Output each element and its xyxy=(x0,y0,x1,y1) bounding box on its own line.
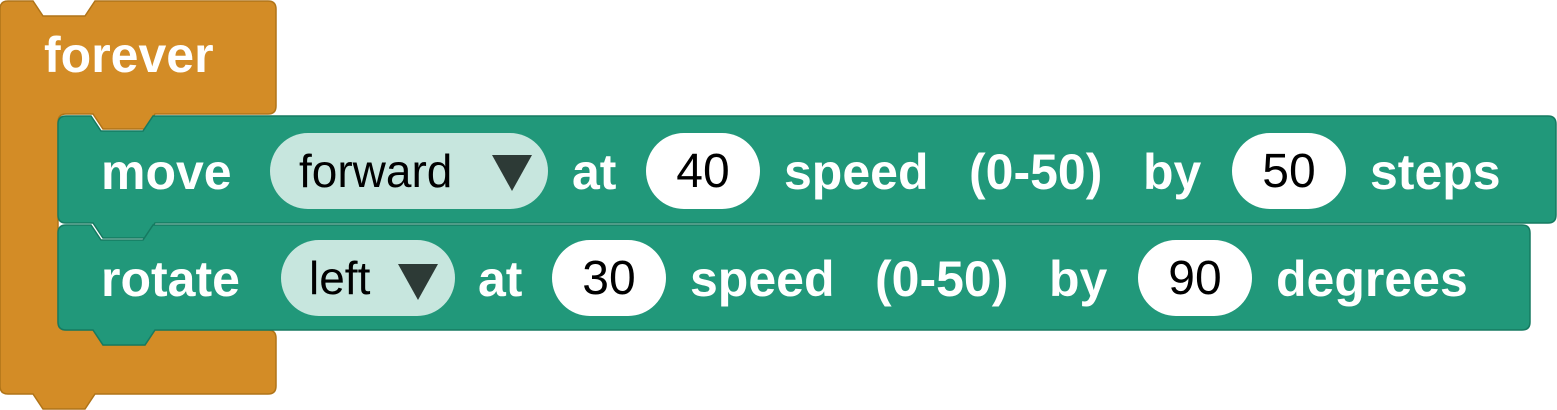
move-speed-input[interactable]: 40 xyxy=(646,133,760,209)
triangle-down-icon xyxy=(398,264,438,300)
move-unit-label: steps xyxy=(1370,144,1501,200)
rotate-degrees-input[interactable]: 90 xyxy=(1138,240,1252,316)
move-at-label: at xyxy=(572,144,617,200)
move-speed-label: speed xyxy=(784,144,929,200)
rotate-direction-dropdown[interactable]: left xyxy=(281,240,455,316)
rotate-at-label: at xyxy=(478,251,523,307)
move-label: move xyxy=(101,144,232,200)
rotate-by-label: by xyxy=(1049,251,1108,307)
triangle-down-icon xyxy=(492,155,532,191)
rotate-unit-label: degrees xyxy=(1276,251,1468,307)
rotate-speed-label: speed xyxy=(690,251,835,307)
rotate-direction-value: left xyxy=(309,252,371,304)
move-direction-value: forward xyxy=(299,145,453,197)
forever-label: forever xyxy=(44,27,214,83)
rotate-range-label: (0-50) xyxy=(875,251,1009,307)
rotate-speed-input[interactable]: 30 xyxy=(552,240,666,316)
move-range-label: (0-50) xyxy=(969,144,1103,200)
move-direction-dropdown[interactable]: forward xyxy=(270,133,548,209)
move-steps-input[interactable]: 50 xyxy=(1232,133,1346,209)
move-by-label: by xyxy=(1143,144,1202,200)
rotate-label: rotate xyxy=(101,251,240,307)
